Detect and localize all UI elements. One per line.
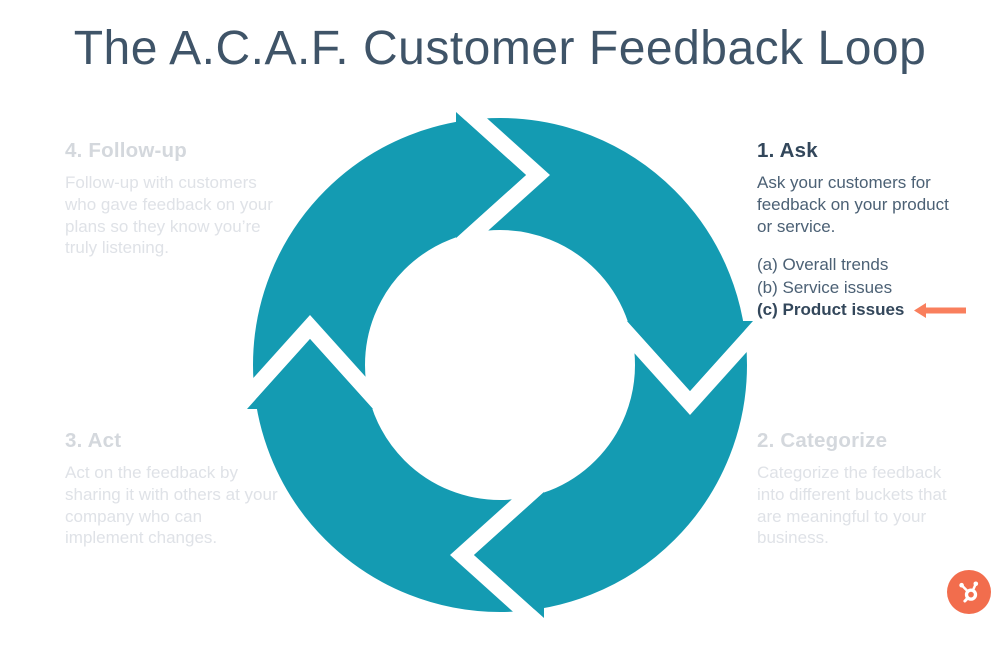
- cycle-ring: [253, 118, 747, 612]
- step-act-heading: 3. Act: [65, 429, 122, 452]
- step-act: 3. Act Act on the feedback by sharing it…: [65, 429, 283, 549]
- highlight-arrow-icon: [914, 302, 967, 318]
- cycle-gap: [421, 80, 550, 270]
- cycle-arrowhead: [456, 112, 526, 238]
- hubspot-sprocket-icon: [959, 581, 979, 603]
- step-ask: 1. Ask Ask your customers for feedback o…: [757, 139, 975, 322]
- step-ask-heading: 1. Ask: [757, 139, 818, 162]
- cycle-arrow-quarter: [421, 80, 550, 270]
- ask-options-list: (a) Overall trends (b) Service issues (c…: [757, 254, 975, 321]
- step-categorize-body: Categorize the feedback into different b…: [757, 463, 947, 548]
- ask-option-c-label: (c) Product issues: [757, 300, 905, 320]
- ask-option-b: (b) Service issues: [757, 277, 893, 297]
- cycle-arrows-graphic: [215, 80, 785, 650]
- ask-option-a: (a) Overall trends: [757, 255, 889, 275]
- step-follow-up: 4. Follow-up Follow-up with customers wh…: [65, 139, 283, 259]
- step-categorize: 2. Categorize Categorize the feedback in…: [757, 429, 975, 549]
- hubspot-logo-badge: [947, 570, 991, 614]
- step-ask-body: Ask your customers for feedback on your …: [757, 173, 949, 236]
- page-title: The A.C.A.F. Customer Feedback Loop: [73, 22, 927, 75]
- step-act-body: Act on the feedback by sharing it with o…: [65, 463, 278, 548]
- step-categorize-heading: 2. Categorize: [757, 429, 888, 452]
- ask-option-c: (c) Product issues: [757, 299, 975, 321]
- step-follow-up-heading: 4. Follow-up: [65, 139, 187, 162]
- step-follow-up-body: Follow-up with customers who gave feedba…: [65, 173, 273, 258]
